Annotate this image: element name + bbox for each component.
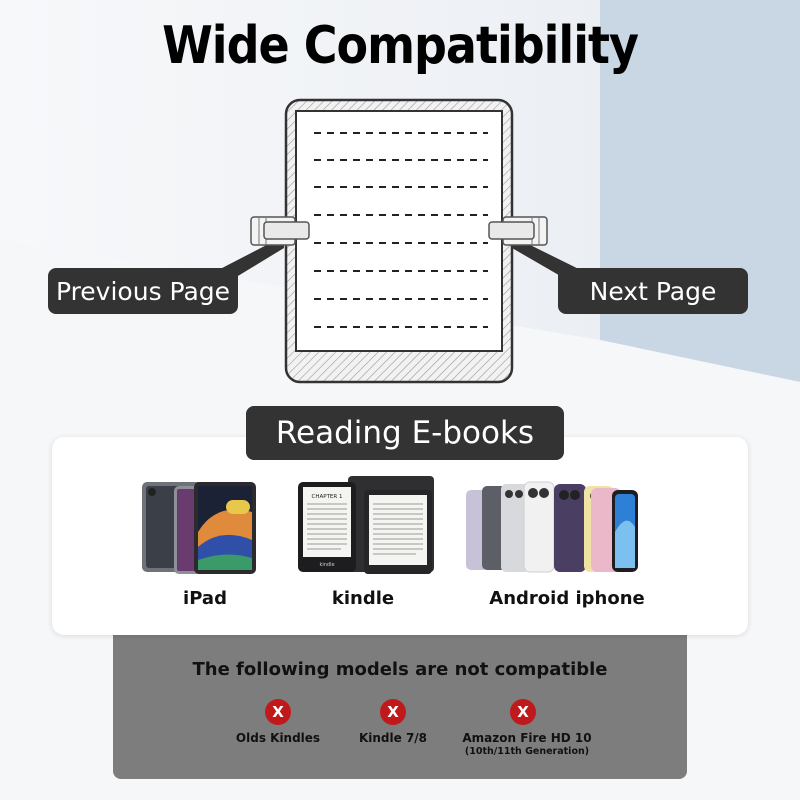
next-page-label: Next Page: [558, 268, 748, 314]
svg-text:CHAPTER 1: CHAPTER 1: [312, 494, 343, 500]
phones-devices-icon: [466, 481, 638, 573]
kindle-devices-icon: CHAPTER 1 kindle: [298, 476, 434, 574]
ereader-illustration: [195, 98, 605, 384]
x-icon: X: [380, 699, 406, 725]
x-icon: X: [265, 699, 291, 725]
incompatible-item-label: Olds Kindles: [235, 731, 321, 745]
incompatible-item-label: Amazon Fire HD 10: [462, 731, 592, 745]
incompatible-title: The following models are not compatible: [192, 659, 608, 680]
svg-text:kindle: kindle: [319, 562, 334, 568]
reading-ebooks-label: Reading E-books: [246, 406, 564, 460]
x-icon: X: [510, 699, 536, 725]
ipad-devices-icon: [142, 482, 256, 574]
incompatible-item-sublabel: (10th/11th Generation): [464, 746, 590, 757]
device-label-android-iphone: Android iphone: [489, 588, 645, 609]
right-clip: [488, 216, 548, 246]
page-title: Wide Compatibility: [162, 14, 639, 76]
device-images: CHAPTER 1 kindle: [136, 472, 676, 612]
device-label-ipad: iPad: [183, 588, 227, 609]
device-label-kindle: kindle: [331, 588, 395, 609]
previous-page-label: Previous Page: [48, 268, 238, 314]
left-clip: [250, 216, 310, 246]
incompatible-item-label: Kindle 7/8: [358, 731, 428, 745]
